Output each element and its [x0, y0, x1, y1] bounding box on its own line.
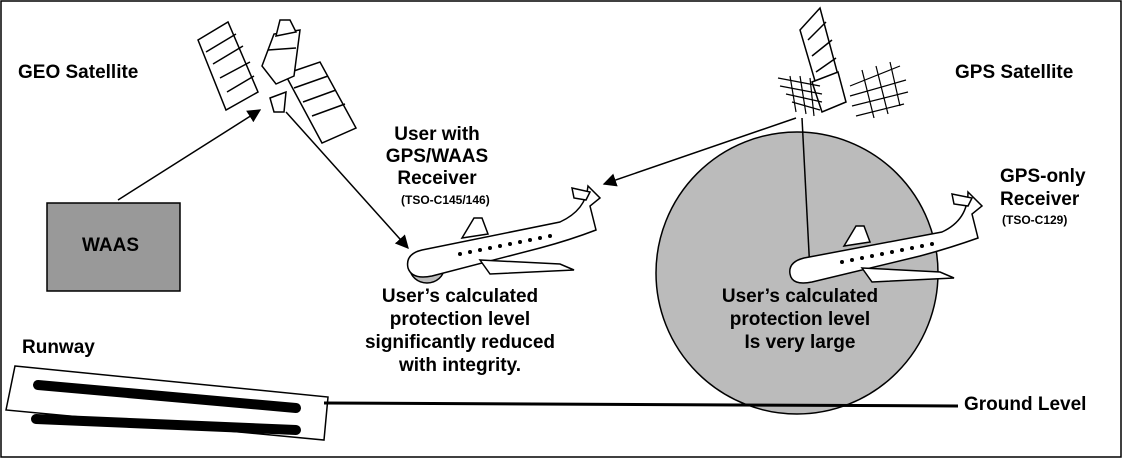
waas-user-aircraft-icon [406, 184, 602, 278]
runway-label: Runway [22, 337, 95, 358]
waas-protection-line-4: with integrity. [398, 355, 522, 376]
gps-to-gps-only-user-arrow [801, 117, 817, 274]
tso-waas-label: (TSO-C145/146) [401, 193, 490, 207]
ground-level-line [323, 401, 959, 408]
receiver-label: Receiver [397, 168, 477, 189]
gps-protection-line-1: User’s calculated [721, 286, 879, 307]
user-with-label: User with [394, 124, 480, 145]
ground-level-label: Ground Level [964, 394, 1087, 415]
waas-protection-line-2: protection level [389, 309, 531, 330]
runway [5, 365, 329, 441]
receiver-2-label: Receiver [1000, 189, 1080, 210]
gps-protection-line-2: protection level [729, 309, 871, 330]
gps-waas-label: GPS/WAAS [385, 146, 489, 167]
gps-to-waas-user-arrow [602, 117, 797, 187]
gps-satellite-label: GPS Satellite [955, 62, 1074, 83]
geo-satellite-icon [197, 19, 358, 144]
waas-protection-line-3: significantly reduced [364, 332, 556, 353]
gps-only-aircraft-icon [789, 190, 984, 284]
waas-to-geo-arrow [117, 109, 262, 201]
gps-protection-line-3: Is very large [744, 332, 856, 353]
gps-only-label: GPS-only [1000, 166, 1086, 187]
waas-protection-line-1: User’s calculated [381, 286, 539, 307]
gps-satellite-icon [777, 6, 909, 119]
geo-satellite-label: GEO Satellite [18, 62, 139, 83]
tso-gps-label: (TSO-C129) [1002, 213, 1068, 227]
waas-box [46, 202, 181, 292]
waas-box-label: WAAS [82, 235, 139, 256]
geo-to-waas-user-arrow [285, 111, 409, 250]
